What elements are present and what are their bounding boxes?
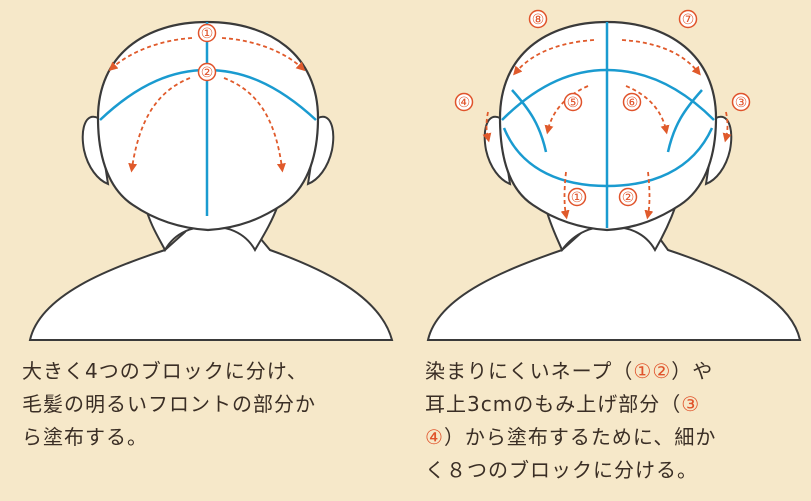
right-number-4: ④ bbox=[456, 94, 473, 112]
left-caption-line-3: ら塗布する。 bbox=[22, 421, 382, 454]
right-caption: 染まりにくいネープ（①②）や 耳上3cmのもみ上げ部分（③ ④）から塗布するため… bbox=[425, 355, 805, 487]
right-caption-line-2-a: 耳上3cmのもみ上げ部分（ bbox=[425, 392, 681, 416]
right-caption-line-1-b: ）や bbox=[671, 359, 713, 383]
right-number-4-label: ④ bbox=[458, 95, 471, 111]
left-number-1-label: ① bbox=[201, 26, 214, 42]
right-head-figure: ⑧ ⑦ ④ ③ ⑤ ⑥ ① ② bbox=[428, 11, 800, 341]
right-number-1-label: ① bbox=[571, 190, 584, 206]
right-number-6: ⑥ bbox=[624, 94, 641, 112]
right-caption-line-1-mark: ①② bbox=[633, 359, 671, 383]
right-number-2: ② bbox=[620, 189, 637, 207]
left-head-figure: ① ② bbox=[30, 22, 392, 340]
right-caption-line-2-mark: ③ bbox=[681, 392, 700, 416]
left-number-1: ① bbox=[199, 25, 216, 43]
left-caption-line-2: 毛髪の明るいフロントの部分か bbox=[22, 388, 382, 421]
right-number-3-label: ③ bbox=[735, 95, 748, 111]
right-caption-line-1-a: 染まりにくいネープ（ bbox=[425, 359, 633, 383]
right-caption-line-2: 耳上3cmのもみ上げ部分（③ bbox=[425, 388, 805, 421]
right-caption-line-3: ④）から塗布するために、細か bbox=[425, 421, 805, 454]
right-caption-line-4: く８つのブロックに分ける。 bbox=[425, 454, 805, 487]
right-number-2-label: ② bbox=[622, 190, 635, 206]
right-number-3: ③ bbox=[733, 94, 750, 112]
right-caption-line-1: 染まりにくいネープ（①②）や bbox=[425, 355, 805, 388]
right-number-7-label: ⑦ bbox=[682, 12, 695, 28]
left-shoulders bbox=[30, 221, 392, 340]
right-number-8: ⑧ bbox=[530, 11, 547, 29]
right-number-1: ① bbox=[569, 189, 586, 207]
right-shoulders bbox=[428, 221, 800, 340]
right-caption-line-3-mark: ④ bbox=[425, 425, 444, 449]
right-number-7: ⑦ bbox=[680, 11, 697, 29]
right-number-6-label: ⑥ bbox=[626, 95, 639, 111]
left-number-2-label: ② bbox=[201, 65, 214, 81]
right-number-8-label: ⑧ bbox=[532, 12, 545, 28]
left-caption: 大きく4つのブロックに分け、 毛髪の明るいフロントの部分か ら塗布する。 bbox=[22, 355, 382, 454]
right-number-5-label: ⑤ bbox=[567, 95, 580, 111]
right-number-5: ⑤ bbox=[565, 94, 582, 112]
left-number-2: ② bbox=[199, 64, 216, 82]
left-caption-line-1: 大きく4つのブロックに分け、 bbox=[22, 355, 382, 388]
right-caption-line-3-b: ）から塗布するために、細か bbox=[444, 425, 716, 449]
